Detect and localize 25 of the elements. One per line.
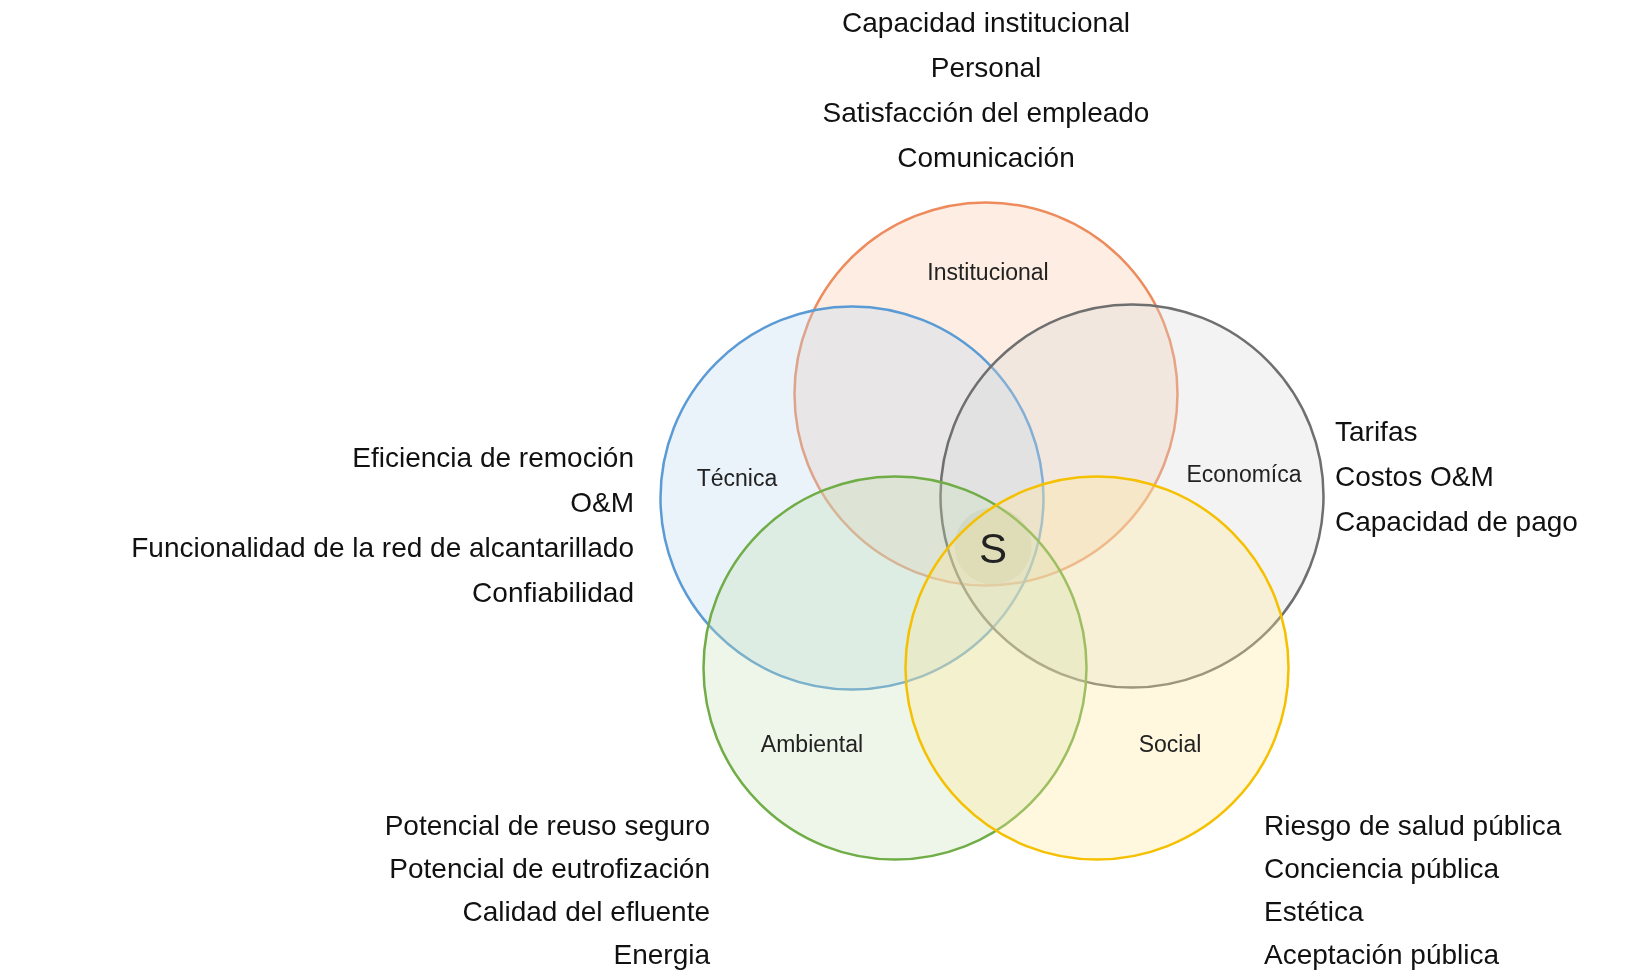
circle-label: Institucional [927, 258, 1049, 286]
criteria-text: Capacidad institucional [842, 6, 1130, 40]
criteria-text: Satisfacción del empleado [822, 96, 1150, 130]
criteria-text: Confiabilidad [472, 576, 634, 610]
criteria-text: Aceptación pública [1264, 938, 1500, 972]
criteria-text: O&M [570, 486, 634, 520]
criteria-text: Costos O&M [1335, 460, 1494, 494]
criteria-text: Personal [930, 51, 1042, 85]
criteria-text: Estética [1264, 895, 1364, 929]
criteria-text: Calidad del efluente [462, 895, 710, 929]
criteria-text: Conciencia pública [1264, 852, 1500, 886]
criteria-text: Funcionalidad de la red de alcantarillado [131, 531, 634, 565]
criteria-text: Potencial de eutrofización [389, 852, 710, 886]
criteria-text: Capacidad de pago [1335, 505, 1578, 539]
criteria-text: Energia [613, 938, 710, 972]
criteria-text: Potencial de reuso seguro [384, 809, 710, 843]
criteria-text: Riesgo de salud pública [1264, 809, 1562, 843]
circle-label: Técnica [696, 464, 778, 492]
criteria-text: Tarifas [1335, 415, 1418, 449]
circle-label: Social [1138, 730, 1202, 758]
criteria-text: Comunicación [897, 141, 1075, 175]
criteria-text: Eficiencia de remoción [352, 441, 634, 475]
circle-label: Ambiental [760, 730, 864, 758]
circle-label: Economíca [1186, 460, 1302, 488]
circle-label: S [979, 525, 1007, 573]
